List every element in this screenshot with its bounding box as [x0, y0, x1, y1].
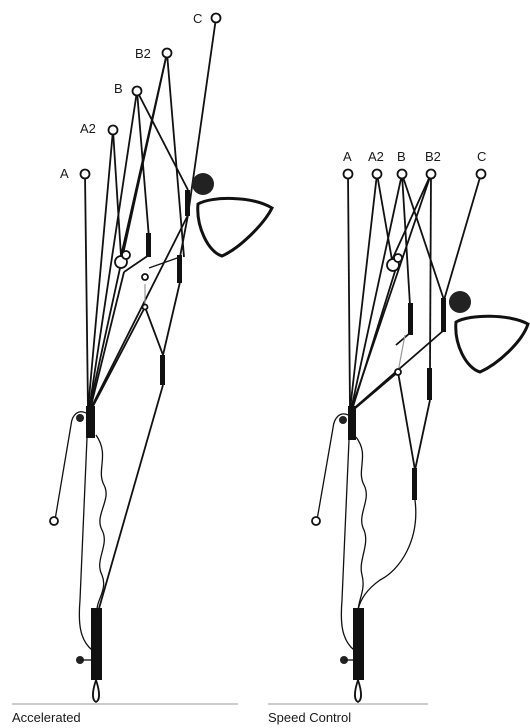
speed-bar-carabiner	[354, 679, 362, 704]
speed-system-loop	[78, 437, 93, 651]
riser-label-a: A	[60, 166, 69, 181]
speed-bar-carabiner	[92, 679, 100, 704]
b-riser-bar	[146, 233, 151, 257]
riser-label-b: B	[114, 81, 123, 96]
c-riser-lines	[443, 173, 482, 301]
c-riser-bar	[441, 298, 446, 332]
brake-line	[49, 411, 89, 526]
main-carabiner-bar	[348, 406, 356, 440]
riser-label-c: C	[193, 11, 202, 26]
caption-speed-control: Speed Control	[268, 710, 351, 725]
speed-system-line	[95, 434, 107, 613]
b-riser-bar	[408, 303, 413, 335]
b2-riser-lines	[88, 52, 185, 411]
riser-label-b: B	[397, 149, 406, 164]
a-riser-lines	[84, 173, 89, 411]
accelerated-diagram: C B2 B A2 A	[12, 11, 274, 725]
riser-label-b2: B2	[135, 46, 151, 61]
lower-riser-bar	[160, 355, 165, 385]
speed-control-diagram: A A2 B B2 C	[268, 149, 530, 725]
lower-riser-bar	[412, 468, 417, 500]
small-ring	[394, 368, 402, 376]
b2-riser-bar	[177, 255, 182, 283]
speed-system-line	[355, 436, 367, 613]
riser-label-a2: A2	[368, 149, 384, 164]
riser-label-c: C	[477, 149, 486, 164]
pulley-ring-small	[121, 250, 131, 260]
brake-handle	[192, 173, 274, 258]
riser-label-a2: A2	[80, 121, 96, 136]
speed-bar-tube	[91, 608, 102, 680]
c-riser-bar	[185, 190, 190, 216]
b-riser-lines	[88, 90, 189, 411]
a-riser-lines	[347, 173, 351, 411]
speed-system-loop	[340, 439, 355, 651]
a2-riser-lines	[87, 129, 122, 411]
lower-riser-lines	[89, 214, 189, 613]
speed-bar-tube	[353, 608, 364, 680]
caption-accelerated: Accelerated	[12, 710, 81, 725]
riser-rings	[79, 12, 487, 180]
small-ring	[141, 303, 149, 311]
b2-riser-bar	[427, 368, 432, 400]
brake-line	[311, 413, 351, 526]
pulley-ring-small	[393, 253, 403, 263]
a2-riser-lines	[349, 173, 393, 411]
riser-label-b2: B2	[425, 149, 441, 164]
b-riser-lines	[350, 173, 445, 411]
brake-handle	[449, 291, 530, 374]
small-ring	[141, 273, 149, 281]
riser-label-a: A	[343, 149, 352, 164]
main-carabiner-bar	[86, 406, 95, 438]
